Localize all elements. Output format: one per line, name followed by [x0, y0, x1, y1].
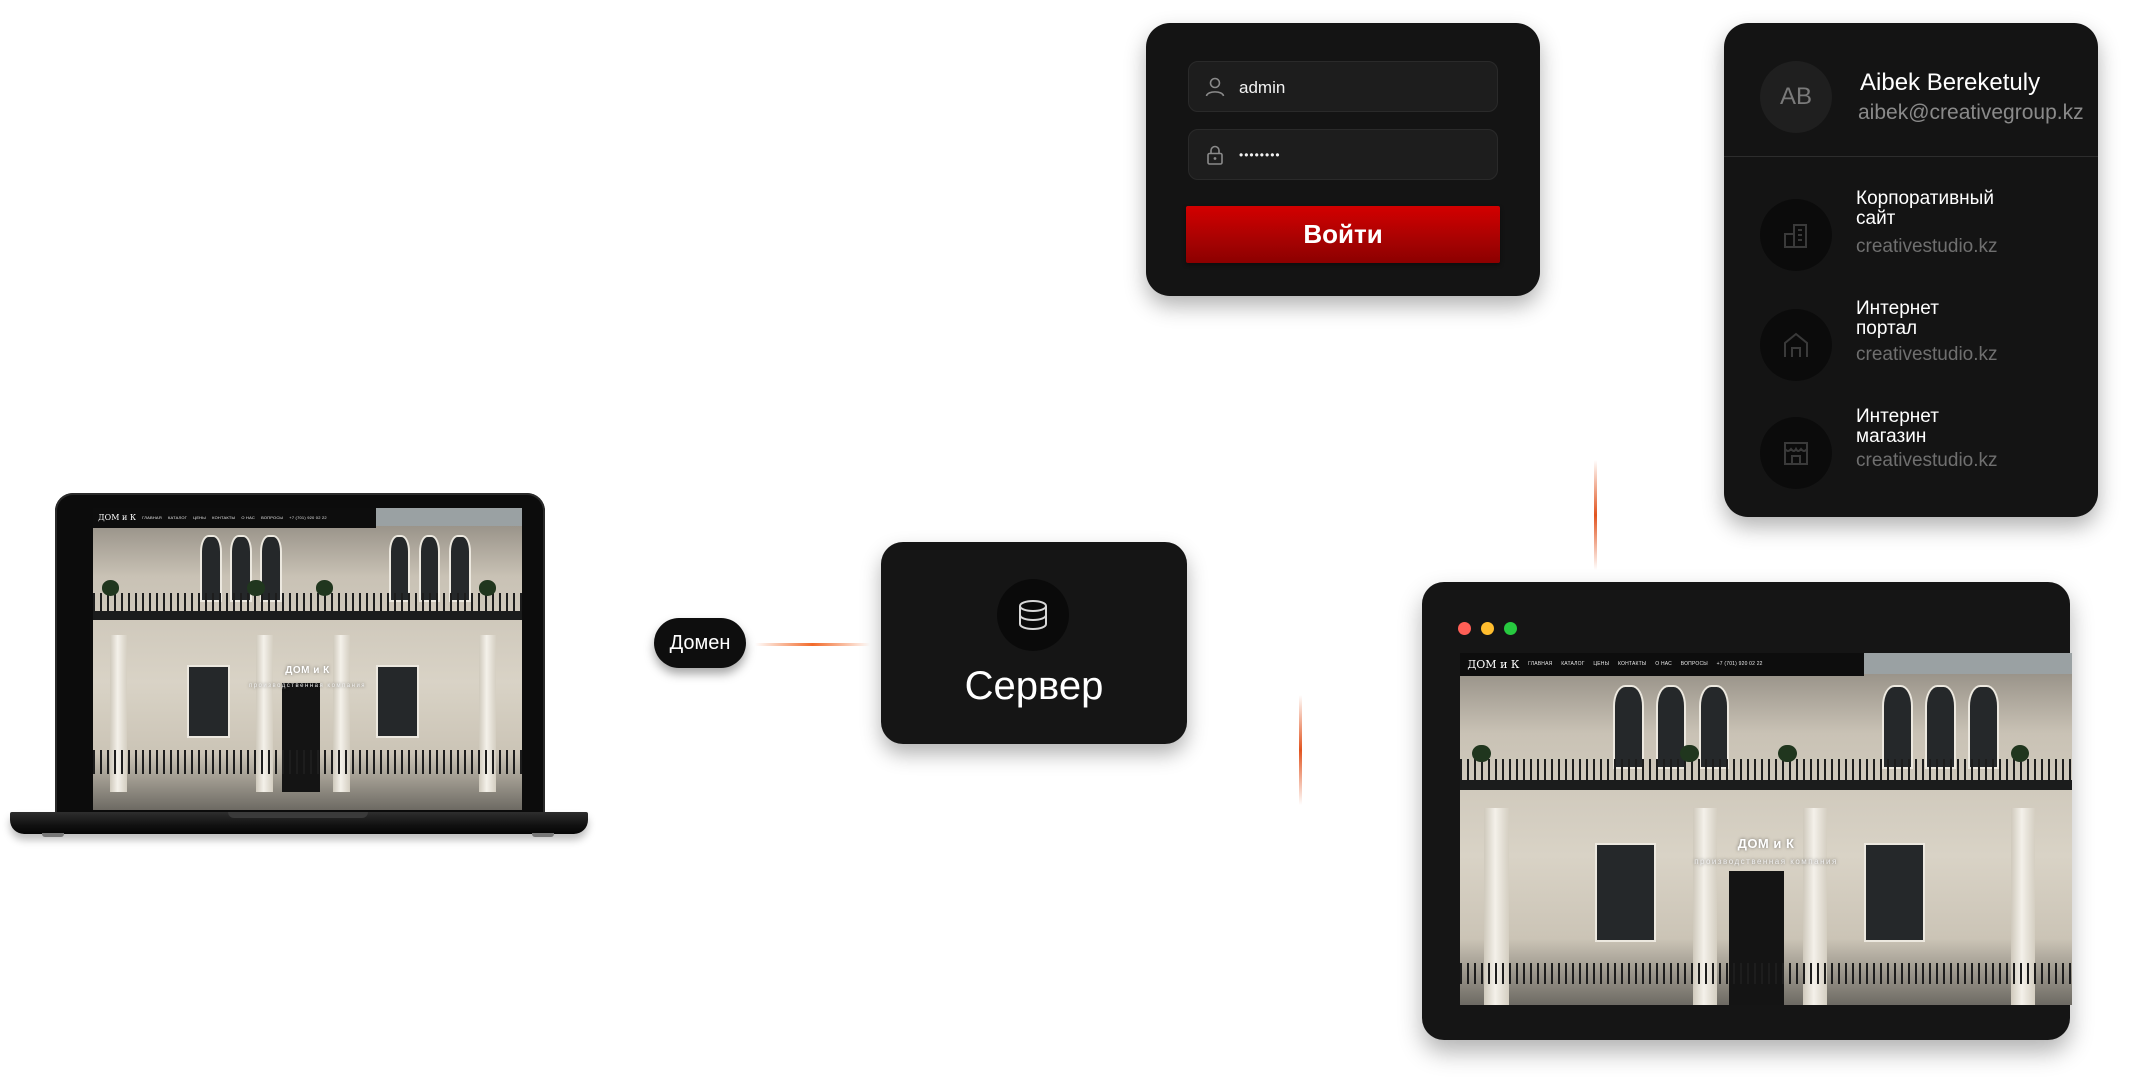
laptop-notch	[228, 812, 368, 818]
window-minimize-dot[interactable]	[1481, 622, 1494, 635]
site-nav-item: КОНТАКТЫ	[212, 515, 236, 521]
domain-pill[interactable]: Домен	[654, 618, 746, 668]
laptop-base	[10, 812, 588, 834]
database-icon	[997, 579, 1069, 651]
site-hero-subtitle: производственная компания	[1694, 857, 1838, 867]
site-nav-item: О НАС	[1655, 661, 1672, 668]
avatar[interactable]: AB	[1760, 61, 1832, 133]
project-title-line: Интернет	[1856, 406, 1939, 427]
site-logo: ДОМ и К	[98, 513, 137, 523]
project-title-line: магазин	[1856, 426, 1927, 447]
project-item-internet-portal[interactable]: Интернет портал creativestudio.kz	[1760, 299, 2080, 389]
site-logo: ДОМ и К	[1467, 657, 1520, 671]
site-nav-item: ГЛАВНАЯ	[142, 515, 162, 521]
building-icon	[1760, 199, 1832, 271]
site-nav-item: КАТАЛОГ	[1561, 661, 1585, 668]
project-item-online-store[interactable]: Интернет магазин creativestudio.kz	[1760, 407, 2080, 497]
site-nav-item: +7 (701) 920 02 22	[289, 515, 327, 521]
project-title-line: портал	[1856, 318, 1918, 339]
connector-line	[1594, 460, 1597, 570]
laptop-screen-site-preview: ДОМ и К ГЛАВНАЯ КАТАЛОГ ЦЕНЫ КОНТАКТЫ О …	[93, 508, 522, 810]
connector-line	[1299, 695, 1302, 805]
site-hero-title: ДОМ и К	[1737, 836, 1795, 852]
window-close-dot[interactable]	[1458, 622, 1471, 635]
project-title-line: сайт	[1856, 208, 1896, 229]
laptop-foot	[42, 833, 64, 837]
project-domain: creativestudio.kz	[1856, 344, 1998, 365]
project-title-line: Корпоративный	[1856, 188, 1994, 209]
login-button[interactable]: Войти	[1186, 206, 1500, 263]
project-domain: creativestudio.kz	[1856, 236, 1998, 257]
lock-icon	[1203, 143, 1227, 167]
divider	[1724, 156, 2098, 157]
server-card[interactable]: Сервер	[881, 542, 1187, 744]
laptop-foot	[532, 833, 554, 837]
login-card: admin •••••••• Войти	[1146, 23, 1540, 296]
password-field[interactable]: ••••••••	[1188, 129, 1498, 180]
username-value: admin	[1239, 78, 1286, 97]
connector-line	[755, 643, 870, 646]
site-nav-item: ЦЕНЫ	[193, 515, 207, 521]
site-nav-item: О НАС	[241, 515, 256, 521]
password-value: ••••••••	[1239, 148, 1281, 162]
site-nav-item: +7 (701) 920 02 22	[1716, 661, 1763, 668]
site-nav-item: ГЛАВНАЯ	[1528, 661, 1553, 668]
site-nav-item: ВОПРОСЫ	[261, 515, 284, 521]
site-hero-subtitle: производственная компания	[248, 683, 367, 690]
account-email: aibek@creativegroup.kz	[1858, 101, 2084, 124]
project-item-corporate-site[interactable]: Корпоративный сайт creativestudio.kz	[1760, 189, 2080, 279]
account-card: AB Aibek Bereketuly aibek@creativegroup.…	[1724, 23, 2098, 517]
site-hero-title: ДОМ и К	[285, 665, 330, 677]
site-nav-item: КАТАЛОГ	[167, 515, 188, 521]
project-title-line: Интернет	[1856, 298, 1939, 319]
browser-site-preview: ДОМ и К ГЛАВНАЯ КАТАЛОГ ЦЕНЫ КОНТАКТЫ О …	[1460, 653, 2072, 1005]
home-icon	[1760, 309, 1832, 381]
window-maximize-dot[interactable]	[1504, 622, 1517, 635]
account-name: Aibek Bereketuly	[1860, 69, 2041, 96]
site-nav-item: КОНТАКТЫ	[1617, 661, 1647, 668]
store-icon	[1760, 417, 1832, 489]
user-icon	[1203, 75, 1227, 99]
site-nav-item: ВОПРОСЫ	[1680, 661, 1708, 668]
project-domain: creativestudio.kz	[1856, 450, 1998, 471]
username-field[interactable]: admin	[1188, 61, 1498, 112]
site-nav-item: ЦЕНЫ	[1593, 661, 1610, 668]
server-label: Сервер	[964, 664, 1104, 708]
